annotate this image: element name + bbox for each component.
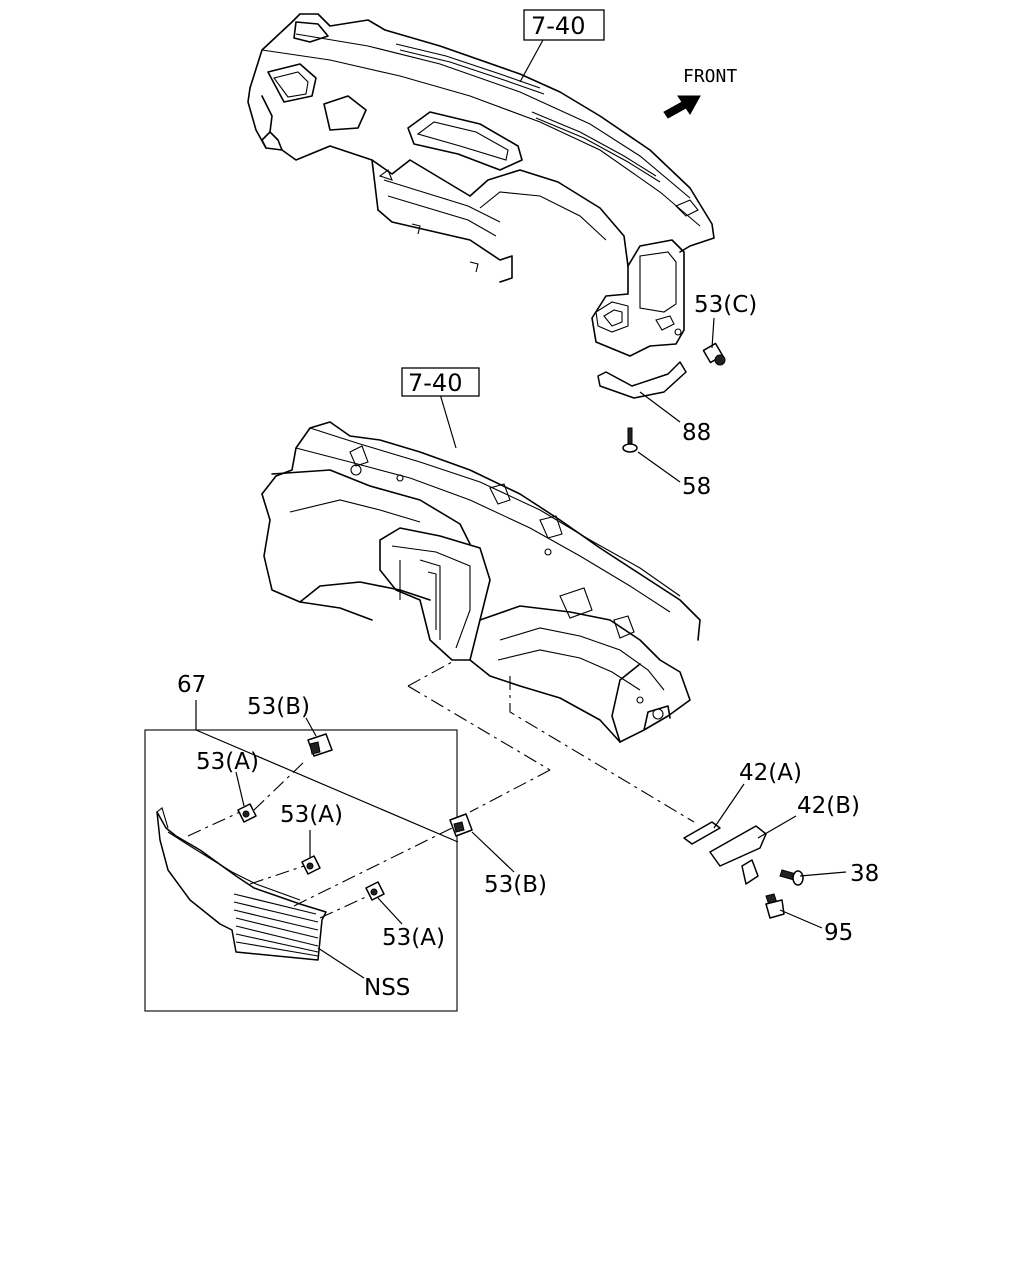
- callout-nss[interactable]: NSS: [364, 975, 410, 1001]
- callout-38[interactable]: 38: [850, 861, 879, 887]
- callout-53a-2[interactable]: 53(A): [280, 802, 343, 828]
- ref-box-lower[interactable]: 7-40: [401, 367, 480, 397]
- bracket-88-icon: [597, 361, 687, 399]
- alignment-lines: [187, 661, 695, 919]
- clip-53a-1-icon: [237, 803, 257, 823]
- callout-53b-top[interactable]: 53(B): [247, 694, 310, 720]
- callout-42a[interactable]: 42(A): [739, 760, 802, 786]
- ref-box-upper-label: 7-40: [531, 12, 585, 40]
- callout-67[interactable]: 67: [177, 672, 206, 698]
- front-arrow-icon: [663, 95, 701, 119]
- ref-box-upper[interactable]: 7-40: [523, 9, 605, 41]
- callout-88[interactable]: 88: [682, 420, 711, 446]
- clip-53a-3-icon: [365, 881, 385, 901]
- ref-box-lower-label: 7-40: [408, 369, 462, 397]
- screw-38-icon: [779, 869, 804, 886]
- instrument-panel-frame: [261, 421, 701, 743]
- instrument-panel-pad: [247, 13, 715, 357]
- plate-42a-icon: [683, 821, 721, 845]
- callout-42b[interactable]: 42(B): [797, 793, 860, 819]
- clip-53c-icon: [702, 342, 726, 366]
- screw-58-icon: [622, 427, 638, 453]
- callout-53b-right[interactable]: 53(B): [484, 872, 547, 898]
- leader-lines: [195, 39, 847, 979]
- bolt-95-icon: [765, 893, 785, 919]
- lower-cover-assembly: [144, 729, 458, 1012]
- clip-53b-top-icon: [307, 733, 333, 757]
- front-label: FRONT: [683, 66, 737, 87]
- callout-53c[interactable]: 53(C): [694, 292, 757, 318]
- callout-53a-3[interactable]: 53(A): [382, 925, 445, 951]
- bracket-42b-icon: [709, 825, 767, 885]
- callout-95[interactable]: 95: [824, 920, 853, 946]
- callout-53a-1[interactable]: 53(A): [196, 749, 259, 775]
- clip-53b-right-icon: [449, 813, 473, 837]
- clip-53a-2-icon: [301, 855, 321, 875]
- callout-58[interactable]: 58: [682, 474, 711, 500]
